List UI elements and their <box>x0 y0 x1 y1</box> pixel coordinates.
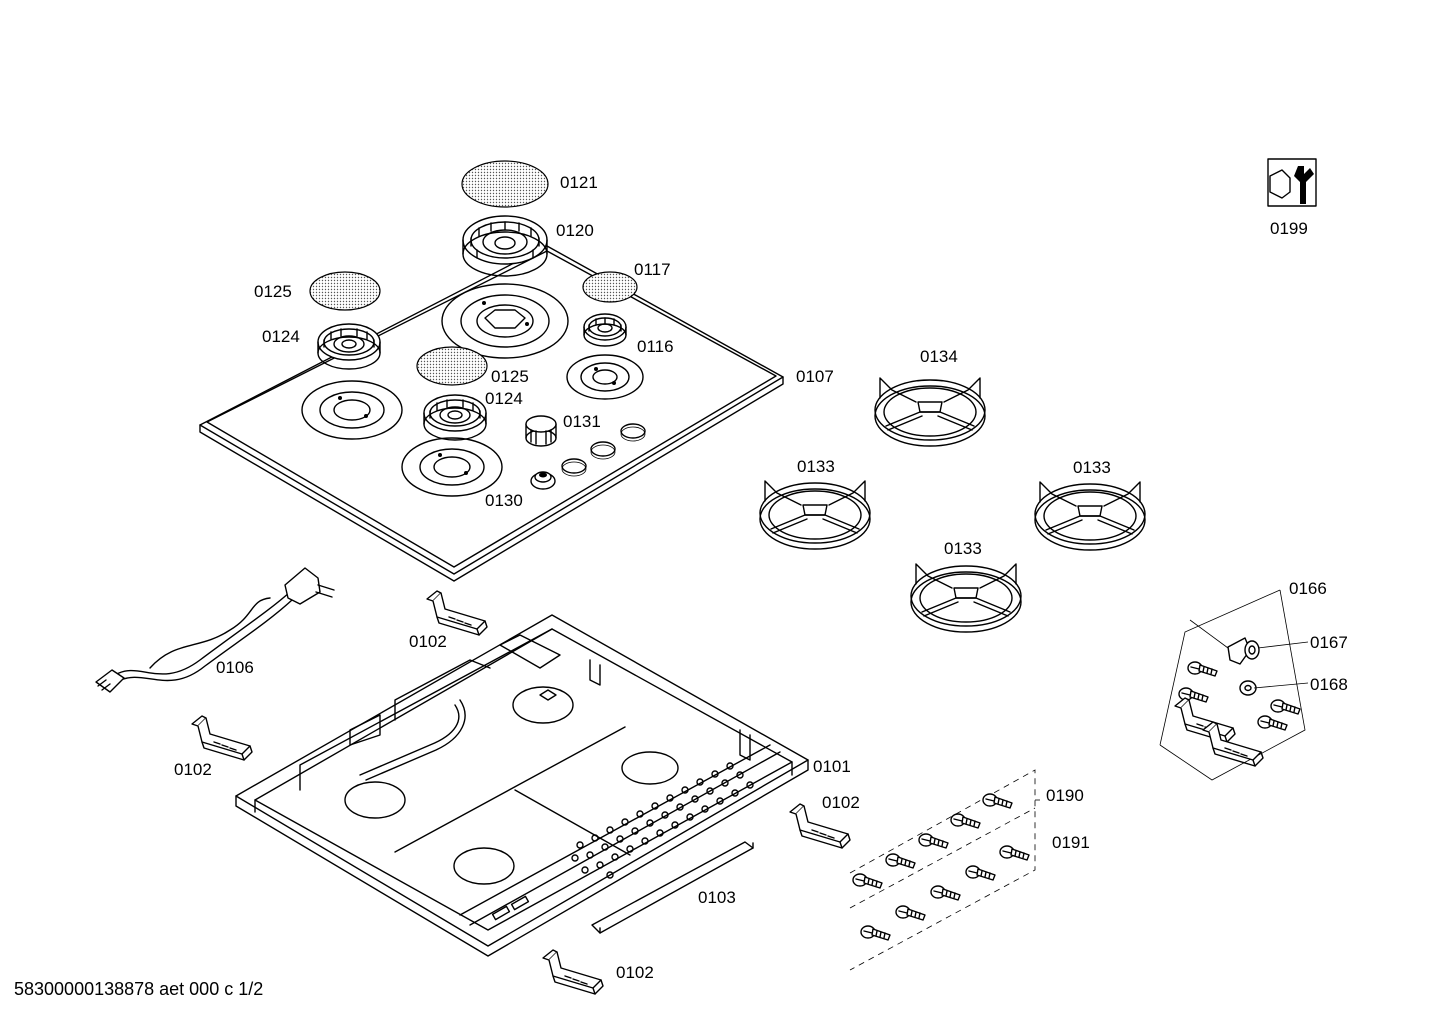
label-0125-middle: 0125 <box>491 367 529 386</box>
label-0102-top: 0102 <box>409 632 447 651</box>
label-0168: 0168 <box>1310 675 1348 694</box>
pan-support-0133-right <box>1034 481 1146 551</box>
mounting-clip-bottom <box>542 949 604 995</box>
label-0134: 0134 <box>920 347 958 366</box>
burner-base-front <box>401 437 503 497</box>
mounting-clip-left <box>191 715 253 761</box>
burner-cap-middle <box>416 346 488 386</box>
screw-set <box>849 769 1036 971</box>
label-0191: 0191 <box>1052 833 1090 852</box>
burner-crown-middle <box>423 394 487 441</box>
burner-cap-large <box>461 160 549 208</box>
label-0120: 0120 <box>556 221 594 240</box>
part-labels: 0121 0120 0117 0125 0124 0116 0125 0124 … <box>174 173 1348 982</box>
label-0125-left: 0125 <box>254 282 292 301</box>
label-0116: 0116 <box>637 337 674 356</box>
label-0199: 0199 <box>1270 219 1308 238</box>
burner-cap-small <box>582 271 638 303</box>
bottom-tray <box>235 614 809 957</box>
label-0190: 0190 <box>1046 786 1084 805</box>
pan-support-0133-left <box>759 480 871 550</box>
label-0102-left: 0102 <box>174 760 212 779</box>
label-0106: 0106 <box>216 658 254 677</box>
label-0131: 0131 <box>563 412 601 431</box>
label-0133-right: 0133 <box>1073 458 1111 477</box>
drawing-reference: 58300000138878 aet 000 c 1/2 <box>14 979 264 999</box>
wrench-icon <box>1267 158 1317 207</box>
seal-strip <box>591 841 754 934</box>
burner-base-left <box>301 380 403 440</box>
cooktop-top-plate <box>199 245 784 582</box>
burner-cap-left <box>309 271 381 311</box>
label-0102-right: 0102 <box>822 793 860 812</box>
label-0103: 0103 <box>698 888 736 907</box>
burner-base-right <box>566 354 644 400</box>
label-0101: 0101 <box>813 757 851 776</box>
label-0130: 0130 <box>485 491 523 510</box>
label-0124-middle: 0124 <box>485 389 523 408</box>
conversion-kit <box>1159 589 1306 781</box>
pan-support-0134 <box>874 377 986 447</box>
pan-support-0133-front <box>910 563 1022 633</box>
burner-crown-small <box>583 313 627 347</box>
knob-holes <box>561 423 646 477</box>
label-0102-bottom: 0102 <box>616 963 654 982</box>
label-0121: 0121 <box>560 173 598 192</box>
label-0166: 0166 <box>1289 579 1327 598</box>
leader-lines <box>1035 619 1309 801</box>
burner-base-large <box>441 283 569 359</box>
label-0167: 0167 <box>1310 633 1348 652</box>
label-0133-left: 0133 <box>797 457 835 476</box>
label-0117: 0117 <box>634 260 671 279</box>
power-cable <box>95 567 335 693</box>
ignition-part <box>530 471 556 490</box>
label-0107: 0107 <box>796 367 834 386</box>
label-0133-front: 0133 <box>944 539 982 558</box>
mounting-clip-top <box>426 590 488 636</box>
label-0124-left: 0124 <box>262 327 300 346</box>
control-knob <box>525 415 557 447</box>
